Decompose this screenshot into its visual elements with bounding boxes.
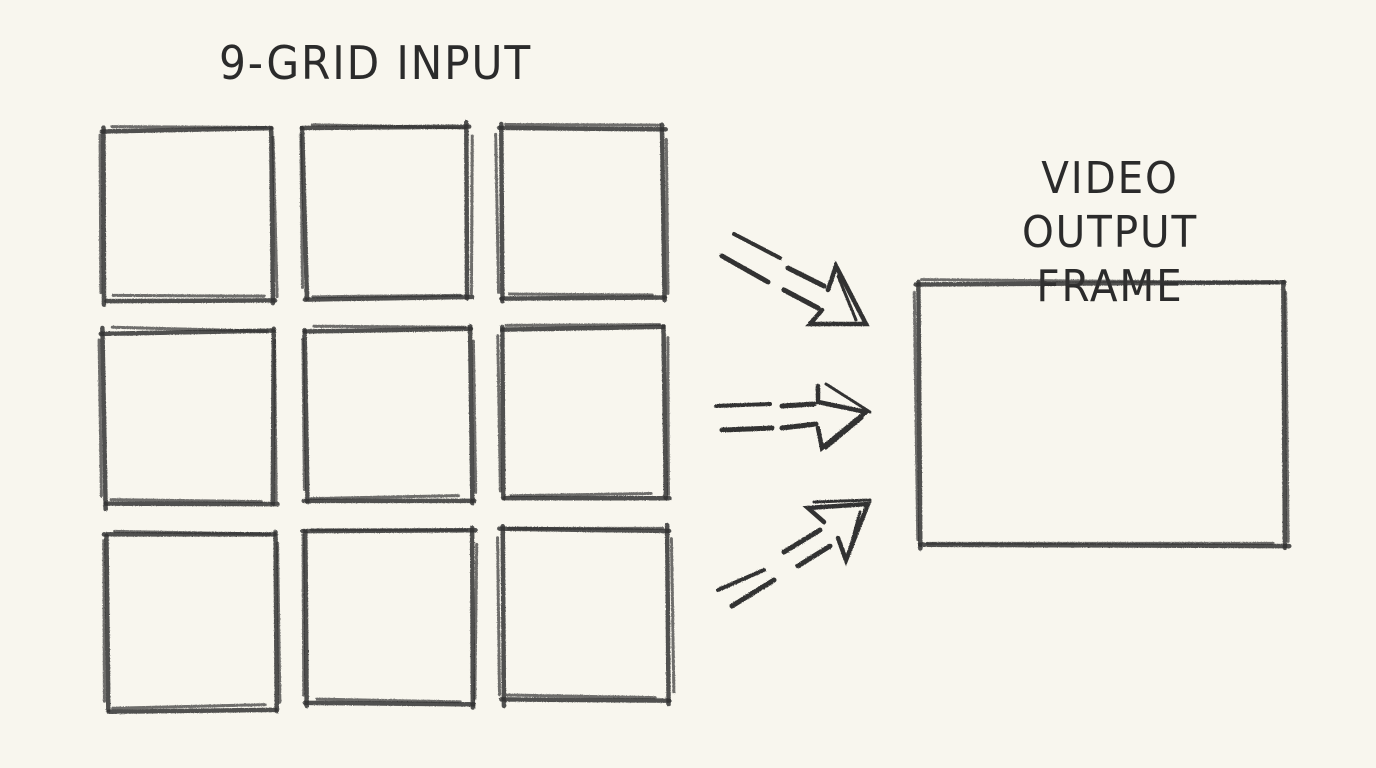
grid-input-title: 9-GRID INPUT [218, 36, 533, 90]
nine-grid-input [97, 119, 676, 714]
grid-cell-r2-c2 [301, 323, 478, 506]
grid-cell-r1-c1 [98, 125, 279, 307]
video-output-title-line2: FRAME [1036, 261, 1184, 312]
grid-cell-r1-c2 [299, 119, 475, 302]
output-frame-box [912, 278, 1292, 551]
video-output-title-line1: VIDEO OUTPUT [1021, 153, 1199, 258]
video-output-frame [912, 278, 1292, 551]
grid-cell-r3-c1 [101, 529, 282, 714]
grid-cell-r3-c3 [496, 522, 676, 709]
grid-cell-r1-c3 [494, 121, 670, 304]
grid-cell-r3-c2 [300, 525, 479, 710]
arrows-group [714, 232, 872, 609]
video-output-title: VIDEO OUTPUT FRAME [954, 152, 1267, 314]
arrow-down-right-icon [719, 232, 870, 327]
grid-cell-r2-c3 [496, 323, 672, 501]
arrow-right-icon [714, 382, 872, 453]
arrow-up-right-icon [716, 498, 872, 609]
grid-cell-r2-c1 [97, 325, 280, 512]
